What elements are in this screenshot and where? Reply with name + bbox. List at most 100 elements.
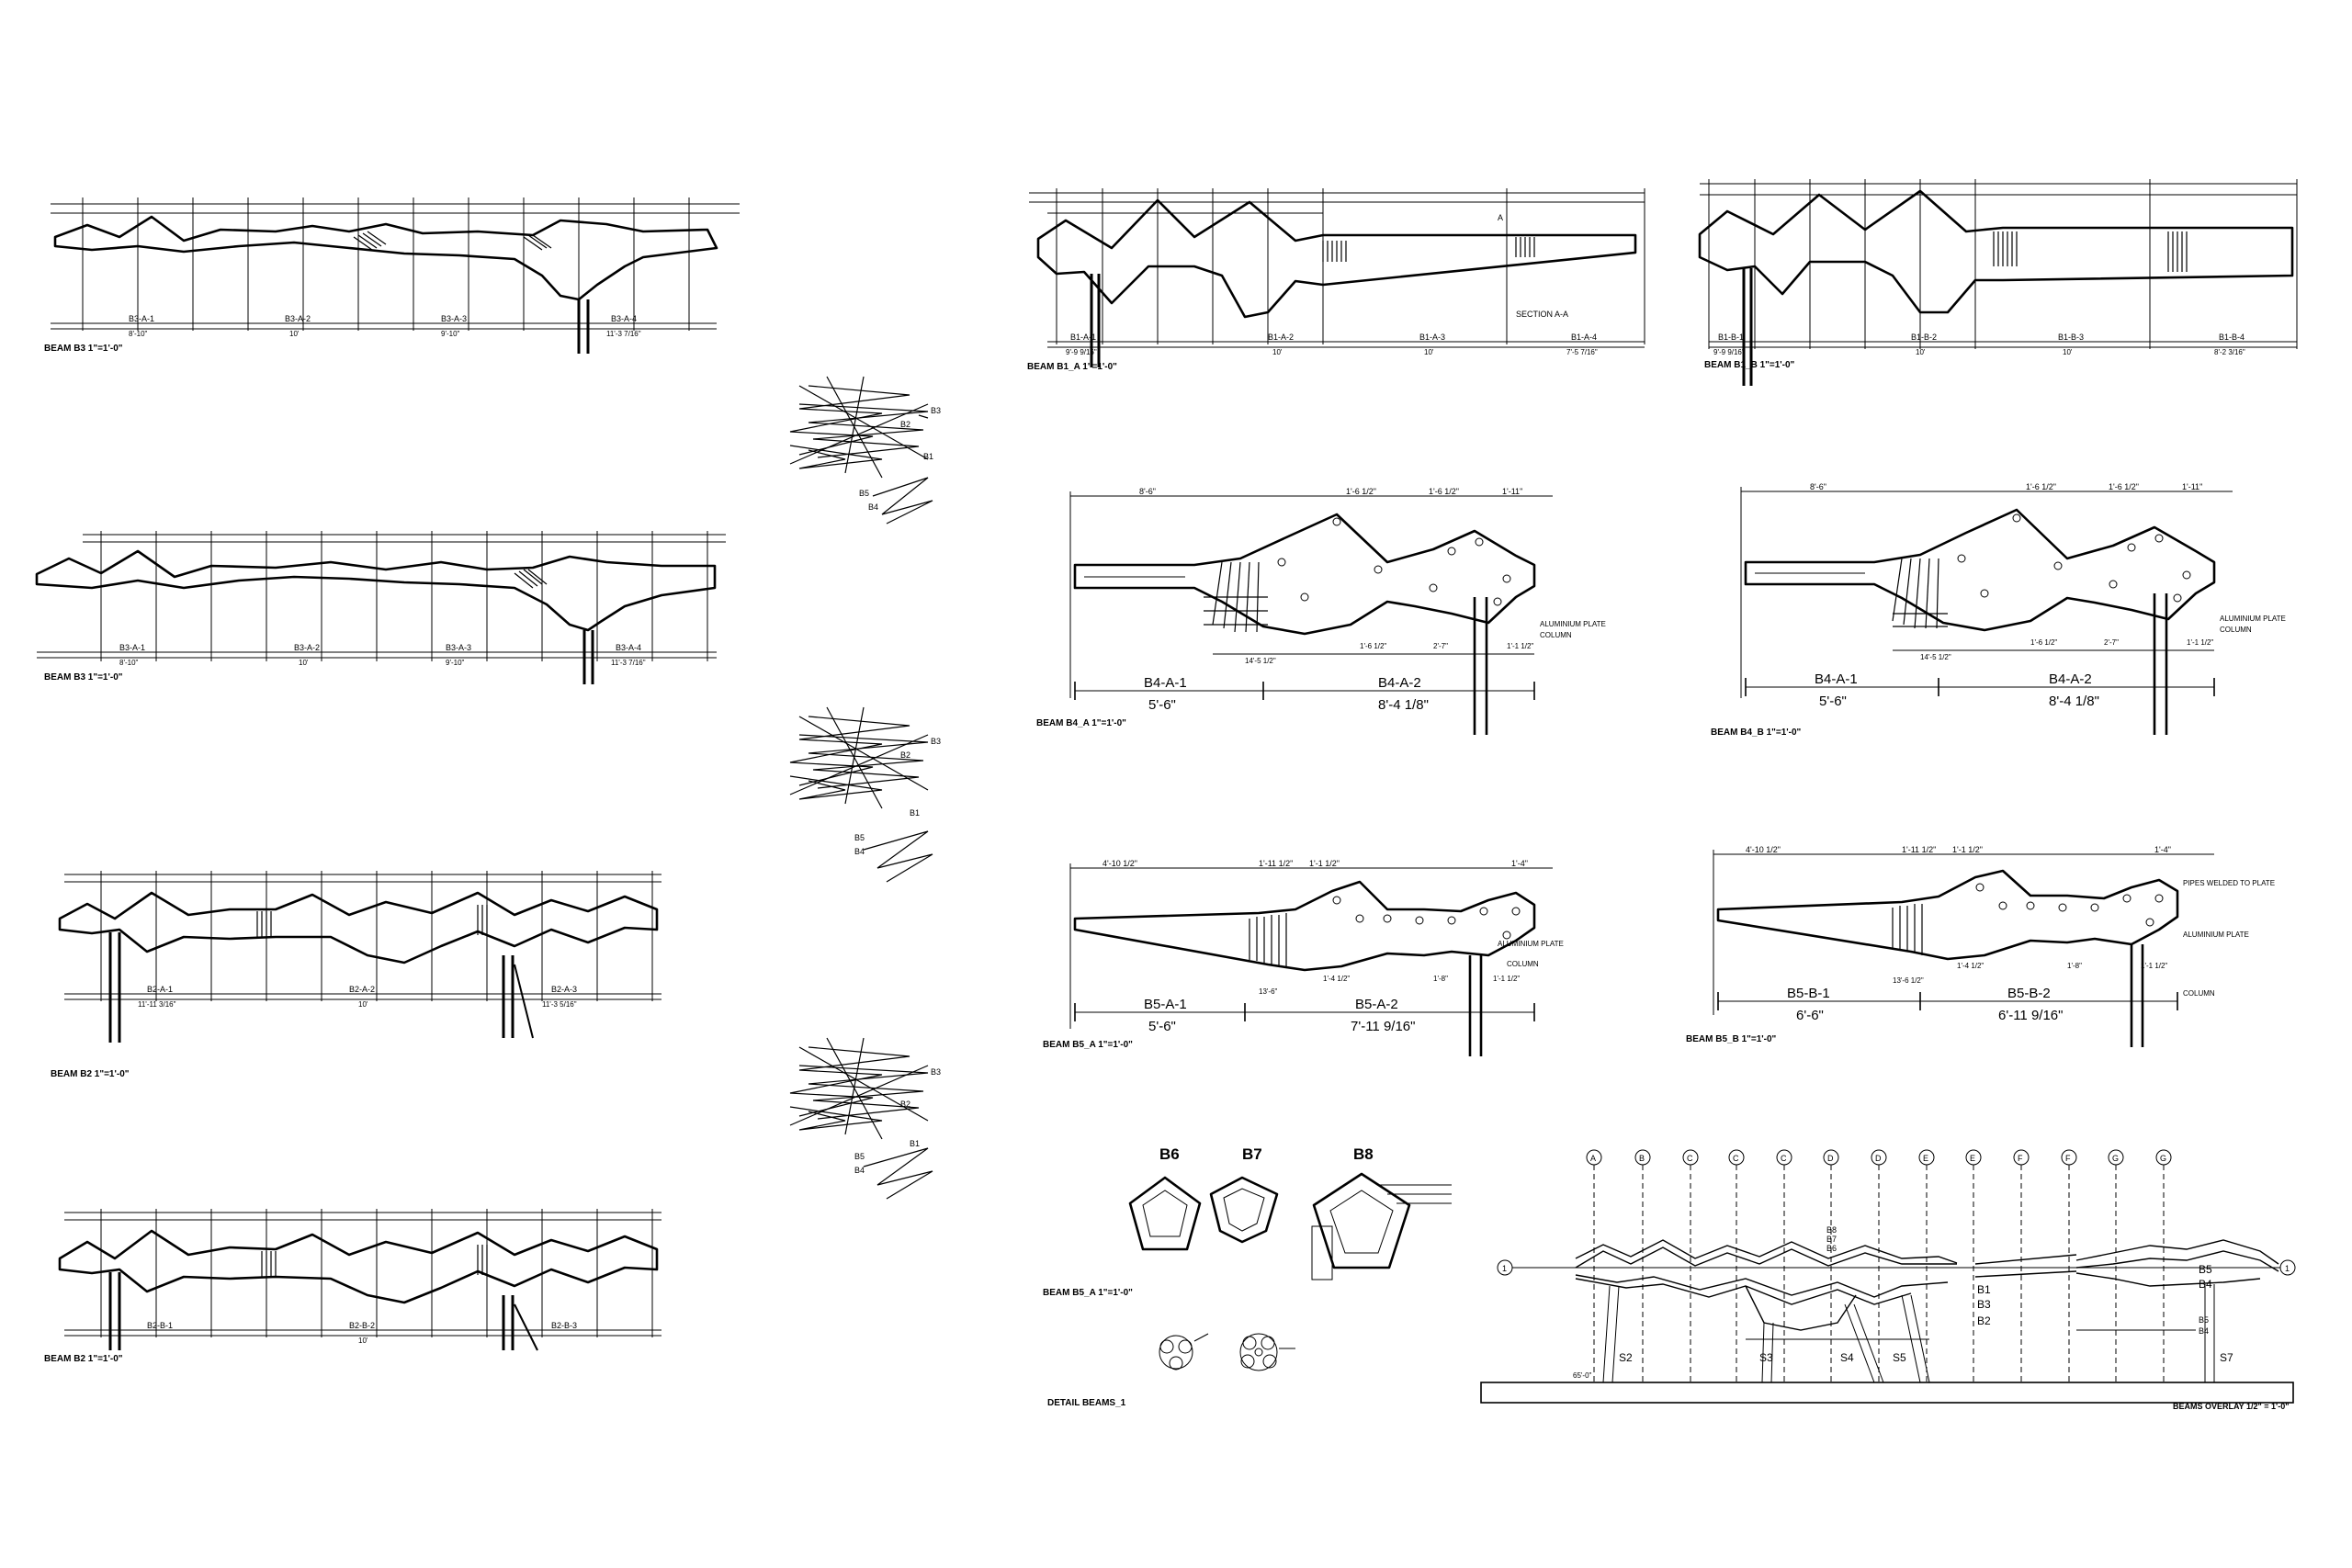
drawing-title: BEAM B5_A 1"=1'-0" — [1043, 1288, 1133, 1298]
axonometric-diagram-1: B3 B2 B1 B5 B4 — [789, 376, 941, 525]
dimension: 6'-6" — [1796, 1008, 1824, 1023]
dimension: 1'-4 1/2" — [1957, 962, 1984, 970]
section-label-b7: B7 — [1242, 1145, 1262, 1163]
overlay-beam-label: B1 — [1977, 1283, 1991, 1296]
dimension: 8'-6" — [1810, 482, 1826, 491]
beam-sections: B6 B7 B8 BEAM B5_A 1"=1'-0" DETAIL BEAMS… — [1043, 1145, 1452, 1408]
axon-label: B2 — [900, 420, 910, 429]
segment-label: B1-A-4 — [1571, 333, 1597, 342]
segment-label: B1-A-2 — [1268, 333, 1294, 342]
overlay-stack-label: B7 — [1826, 1235, 1837, 1244]
grid-label: D — [1875, 1154, 1882, 1163]
row-mark: 1 — [1502, 1264, 1507, 1273]
dimension: 8'-10" — [119, 659, 139, 667]
note: PIPES WELDED TO PLATE — [2183, 879, 2275, 887]
section-label: SECTION A-A — [1516, 310, 1568, 319]
section-label-b6: B6 — [1159, 1145, 1180, 1163]
note: COLUMN — [1540, 631, 1572, 639]
segment-label: B4-A-1 — [1144, 675, 1187, 691]
support-label: S4 — [1840, 1351, 1854, 1364]
beam-b4a-elevation: 8'-6" 1'-6 1/2" 1'-6 1/2" 1'-11" 14'-5 1… — [1036, 487, 1606, 735]
dimension: 11'-11 3/16" — [138, 1000, 176, 1009]
segment-label: B1-B-4 — [2219, 333, 2245, 342]
dimension: 4'-10 1/2" — [1746, 845, 1781, 854]
beams-overlay: A B C C C D D E E F F G G 1 1 — [1480, 1149, 2296, 1411]
axon-label: B3 — [931, 406, 941, 415]
dimension: 1'-1 1/2" — [1952, 845, 1983, 854]
note: COLUMN — [2183, 989, 2215, 998]
segment-label: B1-A-1 — [1070, 333, 1096, 342]
segment-label: B4-A-2 — [2049, 671, 2092, 687]
axon-label: B5 — [859, 489, 869, 498]
dimension: 10' — [289, 330, 300, 338]
dimension: 11'-3 7/16" — [606, 330, 641, 338]
dimension: 2'-7" — [1433, 642, 1448, 650]
segment-label: B1-B-1 — [1718, 333, 1744, 342]
note: COLUMN — [2220, 626, 2252, 634]
dimension: 5'-6" — [1148, 697, 1176, 713]
dimension: 13'-6" — [1259, 987, 1278, 996]
axon-label: B3 — [931, 1067, 941, 1077]
segment-label: B5-A-2 — [1355, 997, 1398, 1012]
support-label: S5 — [1893, 1351, 1906, 1364]
dimension: 1'-1 1/2" — [1493, 975, 1520, 983]
grid-label: G — [2112, 1154, 2119, 1163]
dimension: 7'-11 9/16" — [1351, 1019, 1415, 1034]
axonometric-diagram-2: B3 B2 B1 B5 B4 — [789, 706, 941, 883]
support-label: S3 — [1759, 1351, 1773, 1364]
overlay-stack-label: B6 — [1826, 1244, 1837, 1253]
axon-label: B4 — [854, 1166, 865, 1175]
drawing-title: DETAIL BEAMS_1 — [1047, 1398, 1126, 1408]
note: ALUMINIUM PLATE — [1540, 620, 1606, 628]
dimension: 1'-11" — [1502, 487, 1522, 496]
segment-label: B2-A-3 — [551, 985, 577, 994]
dimension: 1'-6 1/2" — [1360, 642, 1386, 650]
segment-label: B1-B-3 — [2058, 333, 2084, 342]
drawing-title: BEAMS OVERLAY 1/2" = 1'-0" — [2173, 1402, 2289, 1411]
grid-label: C — [1733, 1154, 1739, 1163]
segment-label: B5-B-2 — [2007, 986, 2051, 1001]
dimension: 1'-8" — [1433, 975, 1448, 983]
segment-label: B3-A-2 — [285, 314, 311, 323]
segment-label: B3-A-4 — [611, 314, 637, 323]
drawing-title: BEAM B1_A 1"=1'-0" — [1027, 362, 1117, 372]
overlay-stack-label: B5 — [2199, 1315, 2209, 1325]
segment-label: B1-B-2 — [1911, 333, 1937, 342]
drawing-title: BEAM B2 1"=1'-0" — [51, 1069, 130, 1079]
axon-label: B2 — [900, 1100, 910, 1109]
dimension: 1'-1 1/2" — [2141, 962, 2167, 970]
dimension: 8'-4 1/8" — [1378, 697, 1429, 713]
axon-label: B1 — [923, 452, 933, 461]
beam-b2-elevation-2: B2-B-1 B2-B-2 B2-B-3 10' BEAM B2 1"=1'-0… — [44, 1209, 662, 1364]
dimension: 8'-2 3/16" — [2214, 348, 2245, 356]
beam-b4b-elevation: 8'-6" 1'-6 1/2" 1'-6 1/2" 1'-11" 14'-5 1… — [1711, 482, 2286, 738]
support-label: S2 — [1619, 1351, 1633, 1364]
segment-label: B5-A-1 — [1144, 997, 1187, 1012]
dimension: 14'-5 1/2" — [1920, 653, 1951, 661]
drawing-title: BEAM B3 1"=1'-0" — [44, 344, 123, 354]
note: ALUMINIUM PLATE — [2183, 931, 2249, 939]
dimension: 1'-4" — [2154, 845, 2171, 854]
overlay-beam-label: B5 — [2199, 1263, 2212, 1276]
dimension: 1'-4" — [1511, 859, 1528, 868]
axon-label: B4 — [868, 502, 878, 512]
dimension: 10' — [1424, 348, 1434, 356]
overlay-beam-label: B3 — [1977, 1298, 1991, 1311]
dimension: 10' — [1916, 348, 1926, 356]
row-mark: 1 — [2285, 1264, 2290, 1273]
segment-label: B4-A-2 — [1378, 675, 1421, 691]
segment-label: B4-A-1 — [1815, 671, 1858, 687]
grid-label: C — [1781, 1154, 1787, 1163]
dimension: 7'-5 7/16" — [1566, 348, 1598, 356]
section-mark: A — [1498, 213, 1503, 222]
dimension: 1'-4 1/2" — [1323, 975, 1350, 983]
segment-label: B3-A-4 — [616, 643, 641, 652]
axonometric-diagram-3: B3 B2 B1 B5 B4 — [789, 1037, 941, 1200]
drawing-title: BEAM B5_A 1"=1'-0" — [1043, 1040, 1133, 1050]
dimension: 6'-11 9/16" — [1998, 1008, 2063, 1023]
dimension: 1'-11" — [2182, 482, 2202, 491]
grid-label: C — [1687, 1154, 1693, 1163]
drawing-title: BEAM B5_B 1"=1'-0" — [1686, 1034, 1777, 1044]
span-dimension: 65'-0" — [1573, 1371, 1592, 1380]
